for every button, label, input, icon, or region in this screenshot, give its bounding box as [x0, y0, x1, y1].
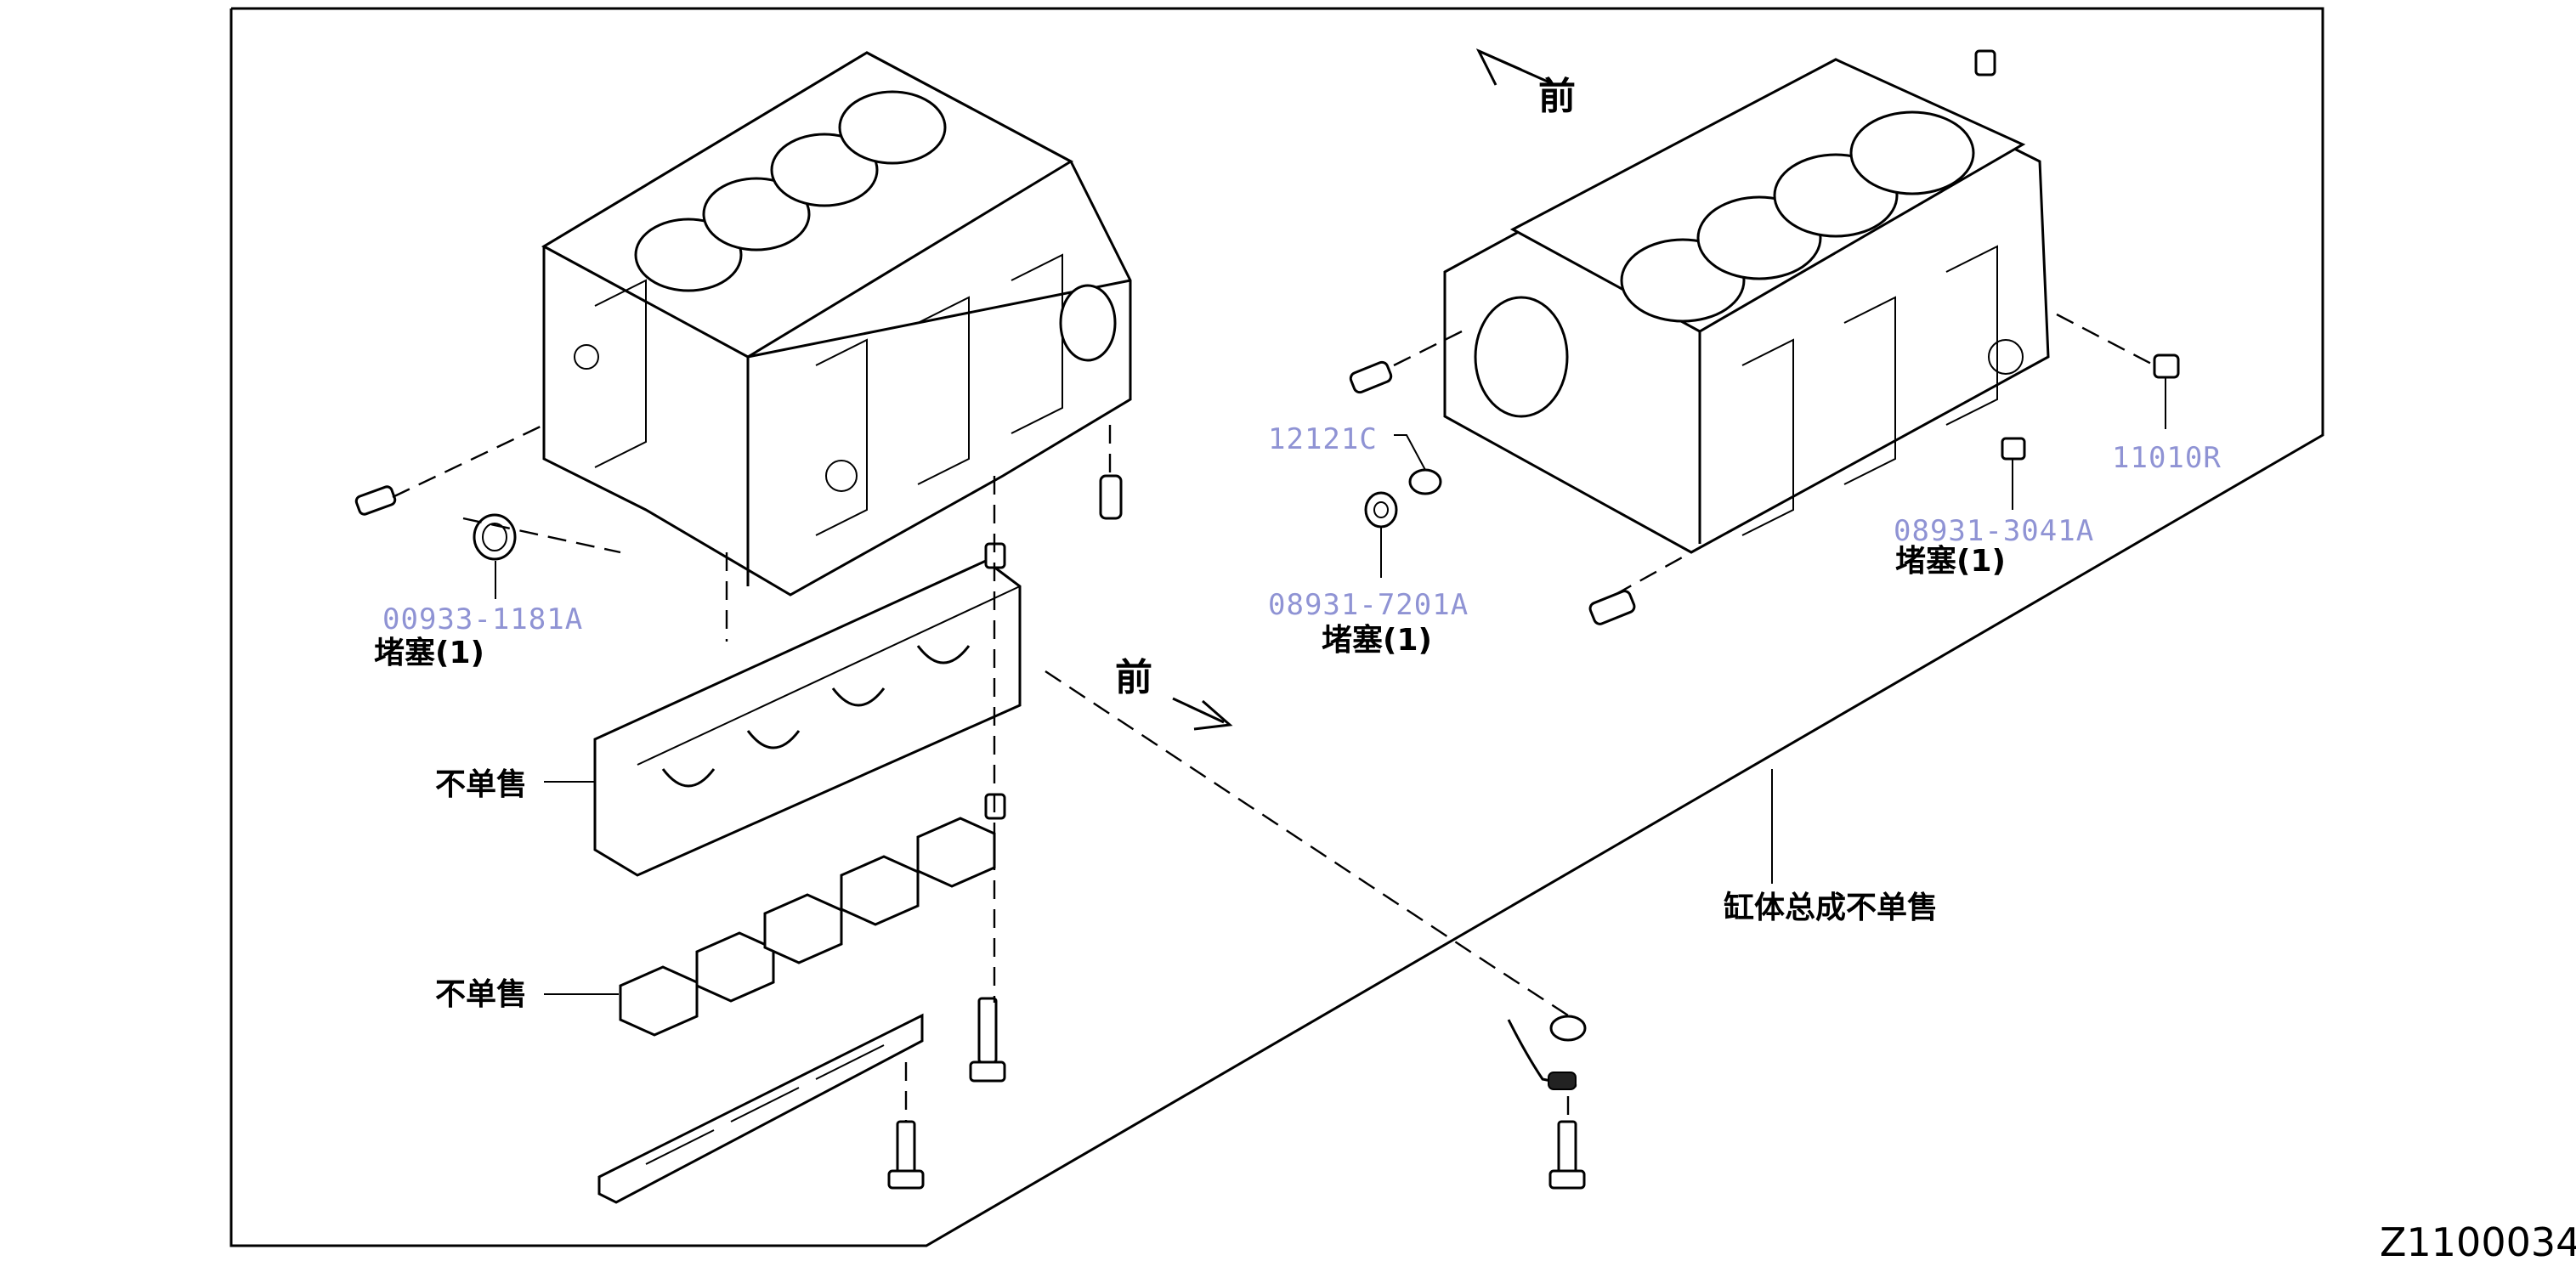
bolt-main — [969, 997, 1006, 1083]
plug-08931-7201A — [1364, 491, 1398, 529]
front-label-top: 前 — [1538, 75, 1576, 118]
bolt-oil-jet — [1548, 1120, 1586, 1190]
right-dowel-left — [1349, 360, 1393, 394]
dowel-under-block — [1099, 474, 1123, 520]
plug-label-right: 堵塞(1) — [1895, 544, 2006, 579]
plug-11010R — [2153, 353, 2180, 379]
right-dowel-bottom — [1588, 590, 1636, 625]
diagram-frame — [229, 7, 2324, 1247]
not-sold-label-1: 不单售 — [435, 767, 527, 802]
ladder-frame — [597, 1013, 924, 1204]
plug-08931-3041A — [2001, 437, 2026, 461]
right-dowel-top — [1974, 49, 1996, 76]
part-number-00933-1181A: 00933-1181A — [382, 602, 583, 636]
part-number-08931-7201A: 08931-7201A — [1268, 588, 1469, 622]
ring-12121C — [1408, 468, 1442, 495]
part-number-11010R: 11010R — [2112, 441, 2222, 475]
bearing-cap-row — [619, 817, 996, 1037]
plug-label-left: 堵塞(1) — [374, 636, 484, 670]
left-ring-seal — [473, 513, 517, 561]
right-cylinder-block — [1443, 58, 2050, 554]
plug-label-mid: 堵塞(1) — [1322, 623, 1432, 658]
front-arrow-top-icon — [1475, 48, 1556, 87]
oil-jet — [1507, 1015, 1587, 1090]
part-number-12121C: 12121C — [1268, 422, 1378, 456]
bolt-frame — [887, 1120, 925, 1190]
left-dowel-pin — [354, 485, 397, 516]
part-number-08931-3041A: 08931-3041A — [1894, 514, 2094, 548]
block-not-sold-label: 缸体总成不单售 — [1724, 890, 1938, 925]
front-label-mid: 前 — [1115, 656, 1152, 699]
front-arrow-mid-icon — [1172, 697, 1233, 731]
not-sold-label-2: 不单售 — [435, 977, 527, 1012]
left-cylinder-block — [541, 51, 1132, 597]
figure-id: Z1100034 — [2380, 1219, 2576, 1261]
